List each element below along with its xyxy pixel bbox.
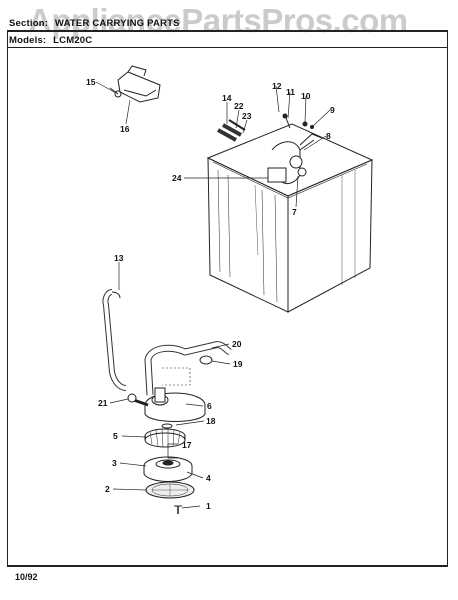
washer-cabinet bbox=[206, 113, 374, 313]
screw bbox=[174, 505, 182, 514]
diagram-frame bbox=[7, 30, 448, 566]
callout-10: 10 bbox=[301, 91, 311, 101]
revision-date: 10/92 bbox=[15, 572, 38, 582]
callout-15: 15 bbox=[86, 77, 96, 87]
section-value: WATER CARRYING PARTS bbox=[54, 18, 180, 29]
callout-22: 22 bbox=[234, 101, 244, 111]
callout-6: 6 bbox=[207, 401, 212, 411]
callout-16: 16 bbox=[120, 124, 130, 134]
base-plate bbox=[145, 481, 195, 499]
drain-hose-horizontal bbox=[144, 341, 232, 396]
callout-14: 14 bbox=[222, 93, 232, 103]
callout-2: 2 bbox=[105, 484, 110, 494]
header-divider bbox=[7, 31, 448, 32]
section-header: Section: WATER CARRYING PARTS bbox=[9, 18, 180, 29]
callout-23: 23 bbox=[242, 111, 252, 121]
callout-18: 18 bbox=[206, 416, 216, 426]
pump-assembly bbox=[127, 387, 206, 422]
callout-20: 20 bbox=[232, 339, 242, 349]
callout-9: 9 bbox=[330, 105, 335, 115]
pump-pulley bbox=[143, 456, 193, 482]
callout-numbers: 1 2 3 4 5 6 7 8 9 10 11 12 13 14 15 16 1… bbox=[86, 77, 335, 511]
callout-19: 19 bbox=[233, 359, 243, 369]
mounting-bracket bbox=[109, 65, 161, 103]
callout-7: 7 bbox=[292, 207, 297, 217]
callout-17: 17 bbox=[182, 440, 192, 450]
leader-lines bbox=[95, 81, 331, 509]
callout-5: 5 bbox=[113, 431, 118, 441]
inlet-hose-fittings bbox=[217, 119, 246, 142]
callout-3: 3 bbox=[112, 458, 117, 468]
section-label: Section: bbox=[9, 18, 49, 29]
callout-12: 12 bbox=[272, 81, 282, 91]
watermark-text: AppliancePartsPros.com bbox=[28, 2, 408, 39]
dashed-outline bbox=[162, 367, 191, 386]
callout-21: 21 bbox=[98, 398, 108, 408]
hose-clamp bbox=[199, 355, 213, 365]
callout-8: 8 bbox=[326, 131, 331, 141]
callout-1: 1 bbox=[206, 501, 211, 511]
callout-24: 24 bbox=[172, 173, 182, 183]
models-label: Models: bbox=[9, 35, 47, 46]
footer-divider bbox=[7, 566, 448, 567]
models-header: Models: LCM20C bbox=[9, 35, 92, 46]
drain-hose-vertical bbox=[102, 289, 127, 391]
callout-11: 11 bbox=[286, 87, 295, 97]
pump-gear bbox=[144, 423, 186, 448]
models-value: LCM20C bbox=[53, 35, 93, 46]
models-divider bbox=[7, 47, 448, 48]
callout-4: 4 bbox=[206, 473, 211, 483]
callout-13: 13 bbox=[114, 253, 124, 263]
